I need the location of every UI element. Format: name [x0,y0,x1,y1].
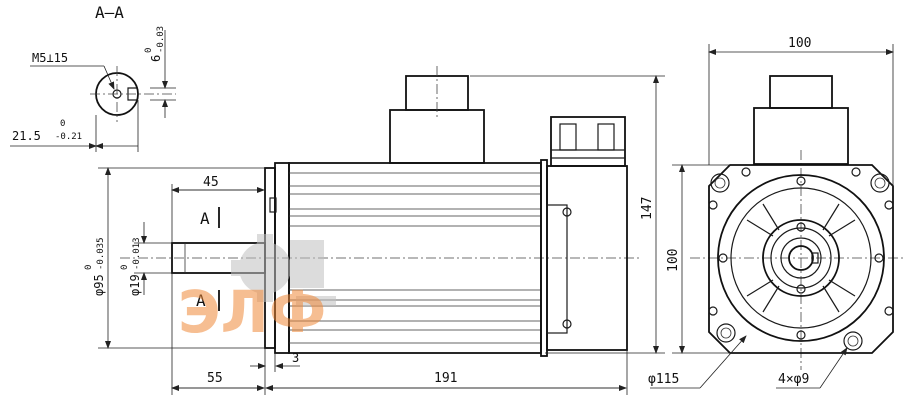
dim-55: 55 [207,371,223,386]
section-mark-top: A [200,209,210,228]
dim-holes: 4×φ9 [778,372,809,387]
front-spokes [746,203,856,313]
watermark-text: ЭЛФ [178,278,326,346]
front-shaft-circle [788,245,814,271]
shaft-height-tol-upper: 0 [60,119,65,129]
keyway-label: 6 [149,55,163,62]
section-view: A—A M5⊥15 6 0 -0.03 21.5 0 -0.21 [10,3,176,152]
dim-pcd: φ115 [648,372,679,387]
front-flange [708,164,894,354]
section-title: A—A [95,3,124,22]
shaft-height-label: 21.5 [12,129,41,143]
thread-label: M5⊥15 [32,51,68,65]
front-view: 100 100 φ115 4×φ9 [648,36,905,389]
keyway-tol-lower: -0.03 [156,26,166,53]
dim-shaft-tol-lower: -0.013 [132,237,142,270]
front-connector-plug [769,75,833,109]
section-mark-bottom: A [196,291,206,310]
watermark-logo: ЭЛФ [178,234,336,346]
connector-housing [389,109,485,164]
dim-45: 45 [203,175,219,190]
dim-191: 191 [434,371,457,386]
dim-shaft-dia: φ19 [128,274,142,296]
dim-3: 3 [292,351,299,365]
dim-flange-tol-lower: -0.035 [96,237,106,270]
front-connector-housing [753,107,849,165]
mounting-holes [710,173,890,351]
shaft-height-tol-lower: -0.21 [55,132,82,142]
dim-flange-tol-upper: 0 [84,265,94,270]
dim-shaft-tol-upper: 0 [120,265,130,270]
encoder-connector [550,116,626,167]
front-pilot-circle [762,219,840,297]
keyway-tol-upper: 0 [144,48,154,53]
body-fins [289,172,541,344]
dim-flange-dia: φ95 [92,274,106,296]
dim-147: 147 [640,197,655,220]
dim-front-height: 100 [666,249,681,272]
side-view: A A 45 φ95 0 -0.035 φ19 0 -0.013 [84,66,665,395]
front-outer-circle [717,174,885,342]
dim-front-width: 100 [788,36,811,51]
